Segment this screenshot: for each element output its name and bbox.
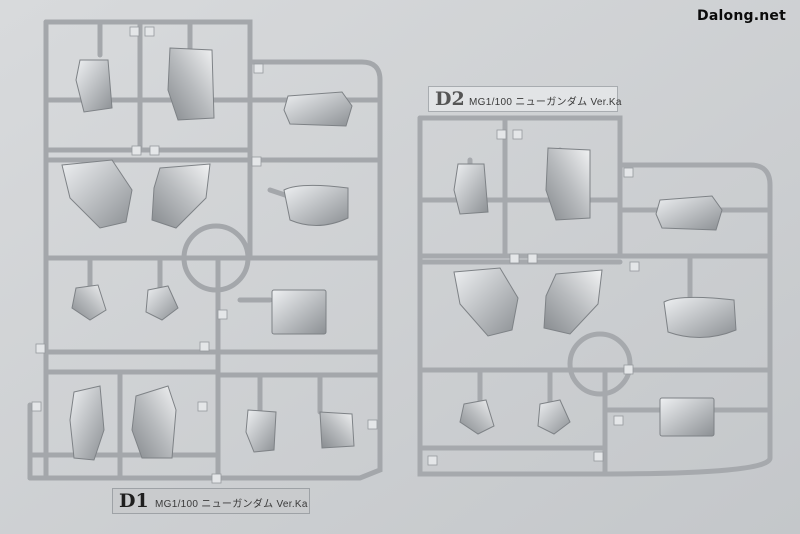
part-d2-box [545, 147, 591, 221]
number-tag [197, 401, 208, 412]
runner-tag-d2: D2 MG1/100 ニューガンダム Ver.Ka [428, 86, 621, 112]
parts-d2 [453, 147, 737, 437]
number-tag [512, 129, 523, 140]
watermark: Dalong.net [697, 8, 786, 24]
runner-d1 [27, 19, 383, 481]
part-d1-plate-left [69, 385, 105, 461]
number-tag [613, 415, 624, 426]
part-d2-small-left [459, 399, 495, 435]
part-d1-tip [283, 91, 353, 127]
runner-tag-d1: D1 MG1/100 ニューガンダム Ver.Ka [112, 488, 310, 514]
part-d1-cap [319, 411, 355, 449]
runner-label-d1: MG1/100 ニューガンダム Ver.Ka [155, 499, 308, 510]
number-tag [35, 343, 46, 354]
part-d2-armor-left [453, 267, 519, 337]
part-d1-plate-right [131, 385, 177, 459]
number-tag [144, 26, 155, 37]
part-d2-tip [655, 195, 723, 231]
number-tag [211, 473, 222, 484]
number-tag [129, 26, 140, 37]
part-d1-tab [245, 409, 277, 453]
part-d2-small-block [453, 163, 489, 215]
part-d1-armor-right [151, 163, 211, 229]
part-d1-block [271, 289, 327, 335]
number-tag [593, 451, 604, 462]
part-d1-small-left [71, 284, 107, 321]
number-tag [367, 419, 378, 430]
number-tag [31, 401, 42, 412]
parts-d1 [61, 47, 355, 461]
part-d1-small-right [145, 285, 179, 321]
number-tag [217, 309, 228, 320]
part-d2-shell [663, 296, 737, 339]
number-tag [199, 341, 210, 352]
number-tag [509, 253, 520, 264]
runner-number-tags [31, 26, 640, 484]
number-tag [629, 261, 640, 272]
number-tag [527, 253, 538, 264]
part-d1-armor-left [61, 159, 133, 229]
runner-code-d2: D2 [435, 88, 465, 110]
number-tag [496, 129, 507, 140]
number-tag [131, 145, 142, 156]
number-tag [623, 167, 634, 178]
part-d2-small-right [537, 399, 571, 435]
number-tag [251, 156, 262, 167]
number-tag [427, 455, 438, 466]
number-tag [149, 145, 160, 156]
runner-code-d1: D1 [119, 490, 149, 512]
runner-label-d2: MG1/100 ニューガンダム Ver.Ka [469, 97, 622, 108]
part-d1-box [167, 47, 215, 121]
part-d1-small-block [75, 59, 113, 113]
number-tag [623, 364, 634, 375]
part-d2-block [659, 397, 715, 437]
part-d2-armor-right [543, 269, 603, 335]
number-tag [253, 63, 264, 74]
part-d1-shell [283, 184, 349, 226]
